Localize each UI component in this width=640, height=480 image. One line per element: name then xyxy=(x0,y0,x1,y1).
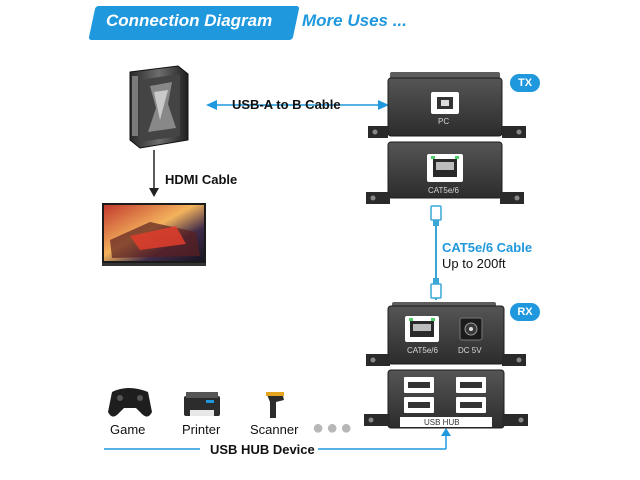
receiver-unit xyxy=(366,302,526,366)
tx-lan-port-label: CAT5e/6 xyxy=(428,186,459,195)
tx-pc-port-label: PC xyxy=(438,117,450,126)
printer-icon xyxy=(184,392,220,416)
receiver-usb-hub-side xyxy=(364,369,528,429)
usb-hub-device-label: USB HUB Device xyxy=(210,442,315,457)
usb-hub-arrow xyxy=(104,428,451,450)
transmitter-lan-side xyxy=(366,141,524,204)
pc-tower-icon xyxy=(129,65,189,149)
tab-connection-diagram[interactable]: Connection Diagram xyxy=(106,11,273,30)
tx-tag: TX xyxy=(510,74,540,92)
hdmi-cable-label: HDMI Cable xyxy=(165,172,238,187)
device-label-printer: Printer xyxy=(182,422,221,437)
cat-range-label: Up to 200ft xyxy=(442,256,506,271)
transmitter-unit xyxy=(368,72,526,138)
device-label-game: Game xyxy=(110,422,146,437)
barcode-scanner-icon xyxy=(266,392,284,418)
cat-cable xyxy=(430,205,442,300)
cat-cable-label: CAT5e/6 Cable xyxy=(442,240,533,255)
more-uses-link[interactable]: More Uses ... xyxy=(302,11,407,30)
gamepad-icon xyxy=(108,388,152,417)
rx-tag: RX xyxy=(510,303,540,321)
rx-power-port-label: DC 5V xyxy=(458,346,482,355)
device-label-scanner: Scanner xyxy=(250,422,299,437)
rx-lan-port-label: CAT5e/6 xyxy=(407,346,438,355)
rx-usb-hub-label: USB HUB xyxy=(424,418,460,427)
more-devices-ellipsis: ●●● xyxy=(312,417,355,439)
usb-cable-arrow xyxy=(206,100,389,110)
usb-cable-label: USB-A to B Cable xyxy=(232,97,341,112)
monitor-icon xyxy=(102,203,206,266)
hdmi-cable-arrow xyxy=(149,150,159,197)
